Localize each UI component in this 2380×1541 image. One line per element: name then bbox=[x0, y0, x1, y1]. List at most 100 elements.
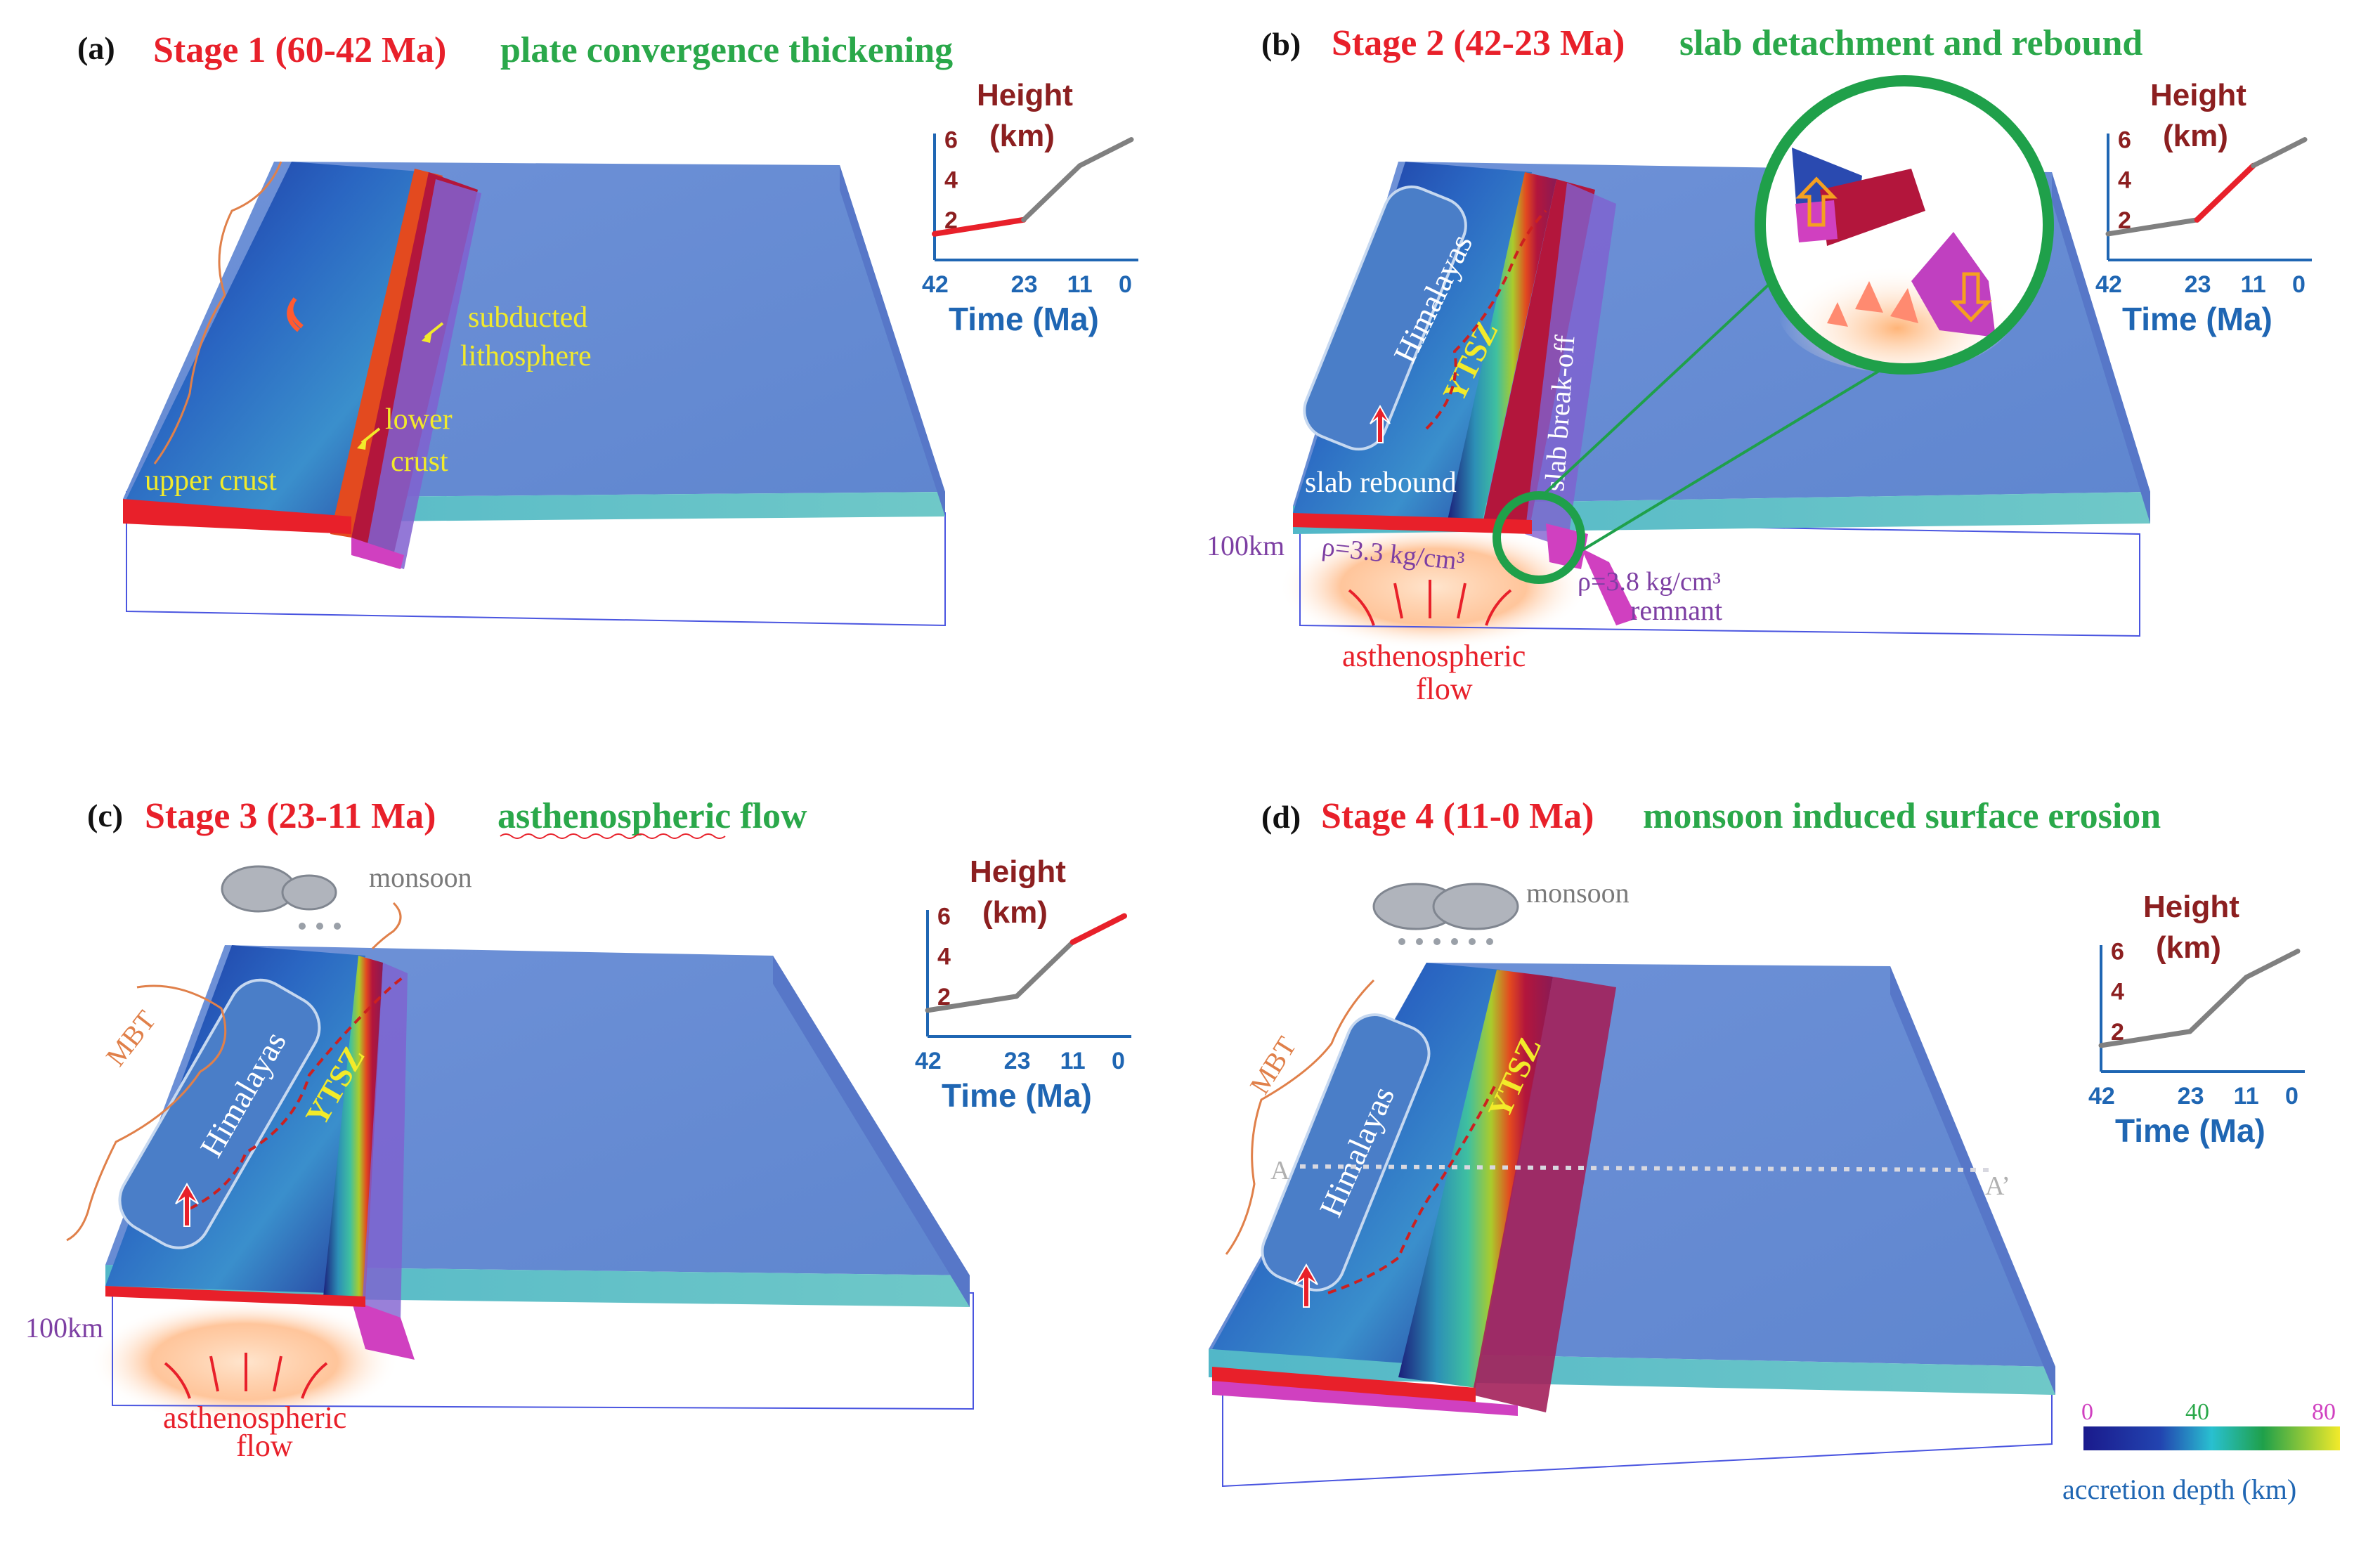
label-monsoon: monsoon bbox=[369, 861, 472, 893]
label-lithosphere: lithosphere bbox=[460, 340, 592, 372]
inset-x-label: Time (Ma) bbox=[942, 1077, 1092, 1114]
inset-x-tick: 0 bbox=[1119, 271, 1132, 298]
inset-x-tick: 23 bbox=[1011, 271, 1038, 298]
slab-tip bbox=[351, 538, 404, 569]
flow-spike bbox=[1890, 288, 1918, 323]
mbt-line bbox=[66, 984, 227, 1242]
inset-x-tick: 11 bbox=[2234, 1083, 2259, 1110]
label-asthenospheric: asthenospheric bbox=[1342, 639, 1526, 673]
down-arrow-icon bbox=[1950, 272, 1992, 323]
rain-drop-icon bbox=[1398, 938, 1405, 945]
fault-zone-band bbox=[1398, 970, 1553, 1388]
panel-c-letter: (c) bbox=[87, 798, 123, 833]
inset-title-unit: (km) bbox=[2163, 119, 2228, 153]
asthenosphere-glow bbox=[1279, 524, 1588, 650]
inset-line-segment bbox=[2105, 217, 2200, 237]
slab-body bbox=[362, 963, 408, 1321]
inset-title-unit: (km) bbox=[2156, 930, 2221, 965]
inset-line-segment bbox=[925, 994, 1020, 1013]
inset-line-segment bbox=[2251, 137, 2308, 169]
block-diagram-c: monsoon Himalayas YTSZ MBT 100km bbox=[25, 861, 974, 1463]
panel-a-description: plate convergence thickening bbox=[500, 30, 953, 70]
inset-y-tick: 2 bbox=[2118, 207, 2131, 234]
inset-x-label: Time (Ma) bbox=[2122, 301, 2272, 337]
colorbar-tick: 40 bbox=[2185, 1399, 2209, 1425]
zoom-target-circle bbox=[1493, 491, 1585, 584]
crust-base bbox=[123, 499, 351, 534]
inset-y-tick: 4 bbox=[2118, 167, 2131, 194]
monsoon-cloud-icon bbox=[281, 874, 337, 911]
inset-line-segment bbox=[2187, 975, 2249, 1034]
block-diagram-b: Himalayas YTSZ slab break-off slab rebou… bbox=[1207, 75, 2150, 706]
flow-arrow-icon bbox=[1348, 589, 1375, 626]
inset-x-tick: 23 bbox=[2185, 271, 2211, 298]
label-density-2: ρ=3.8 kg/cm³ bbox=[1578, 567, 1721, 597]
panel-a-letter: (a) bbox=[77, 30, 115, 66]
ytsz-trace bbox=[1327, 1081, 1498, 1294]
panel-d-stage: Stage 4 (11-0 Ma) bbox=[1321, 796, 1594, 836]
label-upper-crust: upper crust bbox=[145, 464, 277, 497]
plate-right-side bbox=[773, 956, 970, 1307]
colorbar bbox=[2083, 1426, 2340, 1450]
himalayas-ridge bbox=[1261, 1013, 1431, 1292]
inset-title-unit: (km) bbox=[989, 119, 1055, 153]
flow-arrow-icon bbox=[164, 1362, 191, 1399]
inset-y-tick: 2 bbox=[2111, 1019, 2124, 1046]
boundary-line bbox=[371, 902, 402, 950]
flow-arrow-icon bbox=[1393, 583, 1403, 619]
panel-a-stage: Stage 1 (60-42 Ma) bbox=[153, 30, 446, 70]
panel-a: (a) Stage 1 (60-42 Ma) plate convergence… bbox=[77, 30, 953, 627]
inset-y-tick: 4 bbox=[2111, 979, 2124, 1006]
slab-breakoff-body bbox=[1525, 183, 1616, 548]
arrowhead-icon bbox=[422, 330, 432, 343]
spellcheck-underline bbox=[500, 833, 726, 839]
himalayas-ridge bbox=[118, 978, 321, 1249]
inset-line-segment bbox=[2244, 949, 2301, 980]
rain-drops-icon bbox=[299, 923, 341, 930]
label-mbt: MBT bbox=[100, 1005, 162, 1072]
inset-line-segment bbox=[1077, 137, 1134, 169]
label-depth-100km: 100km bbox=[25, 1312, 103, 1344]
zoom-line-top bbox=[1537, 255, 1800, 500]
label-monsoon: monsoon bbox=[1526, 877, 1630, 909]
label-a: A bbox=[1270, 1156, 1290, 1185]
crust-base bbox=[1293, 513, 1532, 534]
up-arrow-icon bbox=[1795, 176, 1838, 227]
inset-line-segment bbox=[1021, 163, 1083, 223]
label-mbt: MBT bbox=[1243, 1031, 1302, 1099]
rain-drop-icon bbox=[1469, 938, 1476, 945]
plate-right-side bbox=[1890, 966, 2055, 1395]
inset-x-tick: 42 bbox=[2095, 271, 2122, 298]
profile-line-a-a-prime bbox=[1299, 1164, 1989, 1172]
panel-c-stage: Stage 3 (23-11 Ma) bbox=[145, 796, 436, 836]
inset-y-tick: 6 bbox=[937, 904, 951, 930]
inset-x-tick: 0 bbox=[2285, 1083, 2298, 1110]
panel-b-description: slab detachment and rebound bbox=[1679, 23, 2142, 63]
flow-arrows bbox=[164, 1353, 328, 1399]
inset-x-label: Time (Ma) bbox=[949, 301, 1099, 337]
inset-y-tick: 2 bbox=[937, 984, 951, 1010]
label-slab-rebound: slab rebound bbox=[1305, 467, 1457, 499]
ytsz-trace bbox=[1425, 209, 1547, 430]
ytsz-trace bbox=[189, 975, 405, 1210]
plate-right-side bbox=[840, 165, 945, 516]
rain-drop-icon bbox=[1486, 938, 1493, 945]
panel-c: (c) Stage 3 (23-11 Ma) asthenospheric fl… bbox=[25, 796, 974, 1463]
flow-arrow-icon bbox=[273, 1355, 282, 1392]
flow-arrow-icon bbox=[1457, 583, 1467, 619]
inset-y-tick: 6 bbox=[2111, 939, 2124, 965]
flow-arrow-icon bbox=[1485, 589, 1512, 626]
label-flow: flow bbox=[1416, 672, 1473, 706]
colorbar-tick: 80 bbox=[2312, 1399, 2336, 1425]
label-subducted: subducted bbox=[468, 301, 587, 334]
monsoon-cloud-icon bbox=[1432, 883, 1519, 930]
inset-x-tick: 0 bbox=[2292, 271, 2306, 298]
fault-zone-band bbox=[1448, 172, 1556, 520]
accretion-depth-colorbar: 0 40 80 accretion depth (km) bbox=[2062, 1399, 2340, 1505]
box-bottom-frame bbox=[112, 1285, 974, 1410]
lithosphere-band bbox=[1472, 977, 1616, 1412]
